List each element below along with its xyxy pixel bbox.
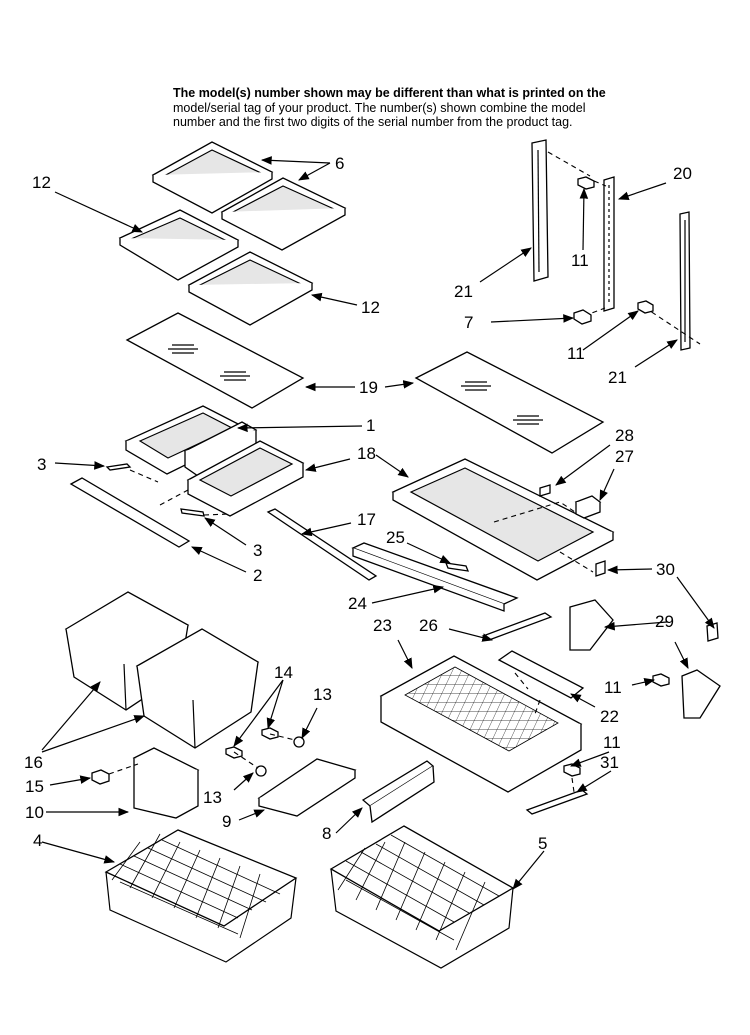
rail-25 [444,562,470,572]
label-1: 1 [366,416,375,435]
shelf-mid-left [118,209,240,281]
label-11-mid: 11 [567,344,585,363]
bracket-29-left [569,599,614,651]
label-3-right: 3 [253,541,262,560]
label-11-bottom: 11 [603,733,621,752]
callout-labels: 6 12 20 11 21 12 7 11 21 19 1 28 18 27 3… [24,154,692,853]
label-2: 2 [253,566,262,585]
label-16: 16 [24,753,43,772]
rail-right [679,211,691,351]
pantry-drawer-23 [379,655,583,793]
clip-28 [539,484,551,497]
label-3-left: 3 [37,455,46,474]
label-24: 24 [348,594,367,613]
clip-3-left [105,463,132,471]
crisper-bin-right [135,628,260,749]
label-20: 20 [673,164,692,183]
trim-strip-2 [69,477,191,548]
leader-lines [41,156,715,890]
label-10: 10 [25,803,44,822]
bin-holder-10 [132,747,200,819]
glass-shelf-right [414,351,605,454]
glass-shelf-left [125,312,305,409]
screw-11-side [652,673,670,687]
screw-7 [573,309,592,325]
label-13-bottom: 13 [203,788,222,807]
screw-11-right [637,300,654,314]
label-31: 31 [600,753,619,772]
clip-30 [595,560,606,577]
cover-24 [351,542,519,612]
label-21-right: 21 [608,368,627,387]
label-27: 27 [615,447,634,466]
wire-basket-left [104,829,298,963]
drawer-frame-right-18 [186,440,305,517]
label-14: 14 [274,663,293,682]
label-21-left: 21 [454,282,473,301]
divider-22 [497,650,585,699]
label-11-rail: 11 [571,251,589,270]
clip-3-right [180,508,205,517]
label-5: 5 [538,834,547,853]
rail-middle [603,176,615,312]
diagram-disclaimer: The model(s) number shown may be differe… [173,86,733,130]
label-12-top: 12 [32,173,51,192]
disclaimer-line-2: model/serial tag of your product. The nu… [173,100,586,115]
disclaimer-line-1: The model(s) number shown may be differe… [173,86,606,100]
bracket-31 [525,789,589,815]
label-18: 18 [357,444,376,463]
screw-14-a [261,727,279,740]
label-9: 9 [222,812,231,831]
basket-holder-9 [257,758,357,817]
shelf-bottom [187,251,314,326]
rod-17 [266,508,378,581]
washer-13-b [255,765,267,777]
label-12-bottom: 12 [361,298,380,317]
label-23: 23 [373,616,392,635]
label-7: 7 [464,313,473,332]
pantry-frame-28 [391,458,615,581]
label-28: 28 [615,426,634,445]
disclaimer-line-3: number and the first two digits of the s… [173,115,573,129]
shelf-mid-right [220,177,347,251]
label-29: 29 [655,612,674,631]
bracket-29-right [681,669,721,719]
screw-11-top [577,176,595,190]
shelf-top [151,141,274,214]
label-30: 30 [656,560,675,579]
screw-15 [91,769,110,785]
label-4: 4 [33,831,42,850]
label-17: 17 [357,510,376,529]
label-8: 8 [322,824,331,843]
washer-13-a [293,736,305,748]
wire-basket-right [329,825,515,969]
label-13-top: 13 [313,685,332,704]
label-22: 22 [600,707,619,726]
bar-26 [481,612,553,641]
label-19: 19 [359,378,378,397]
bracket-27 [574,495,602,519]
rail-left [531,139,549,282]
label-6: 6 [335,154,344,173]
divider-8 [361,760,435,824]
label-25: 25 [386,528,405,547]
label-15: 15 [25,777,44,796]
label-11-side: 11 [604,678,622,697]
label-26: 26 [419,616,438,635]
